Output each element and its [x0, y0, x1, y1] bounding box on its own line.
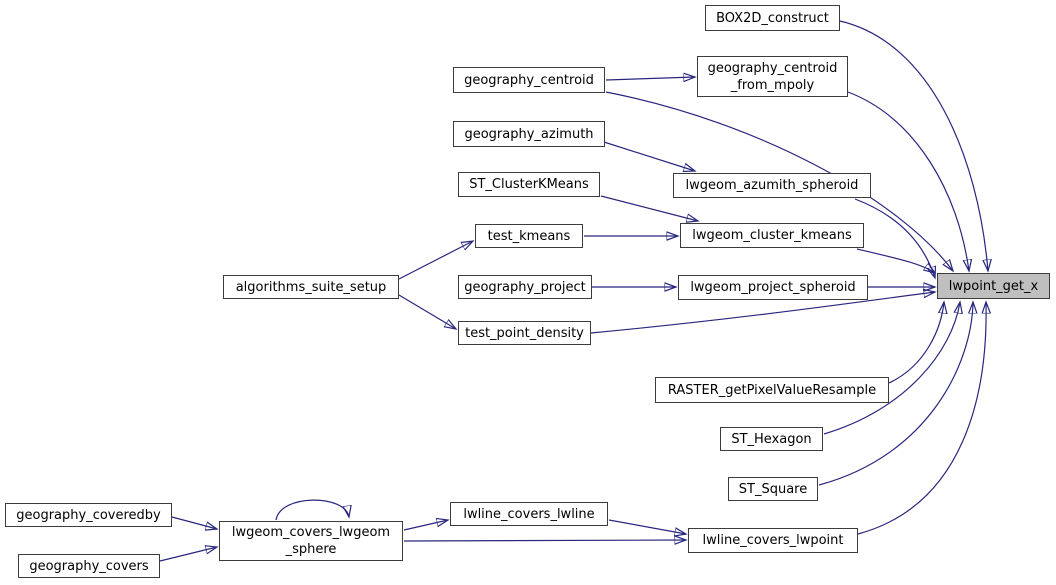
edge-box2d_construct-lwpoint_get_x [839, 20, 988, 271]
node-test-kmeans[interactable]: test_kmeans [475, 224, 583, 248]
node-geography-azimuth[interactable]: geography_azimuth [453, 121, 605, 147]
node-algorithms-suite-setup[interactable]: algorithms_suite_setup [223, 275, 399, 299]
edge-geography_centroid_from_mpoly-lwpoint_get_x [847, 91, 969, 271]
node-geography-covers[interactable]: geography_covers [18, 554, 160, 578]
node-lwgeom-covers-lwgeom-sphere[interactable]: lwgeom_covers_lwgeom _sphere [219, 521, 403, 561]
node-geography-coveredby[interactable]: geography_coveredby [5, 503, 172, 527]
node-lwgeom-cluster-kmeans[interactable]: lwgeom_cluster_kmeans [680, 223, 864, 248]
edge-lwgeom_covers_lwgeom_sphere-lwline_covers_lwpoint [403, 540, 686, 541]
edge-lwgeom_cluster_kmeans-lwpoint_get_x [856, 248, 935, 273]
node-lwpoint-get-x: lwpoint_get_x [937, 273, 1050, 299]
edge-raster_getpixelvalueresample-lwpoint_get_x [888, 302, 944, 384]
node-st-clusterkmeans[interactable]: ST_ClusterKMeans [458, 172, 600, 197]
node-geography-project[interactable]: geography_project [458, 275, 592, 299]
node-geography-centroid-from-mpoly[interactable]: geography_centroid _from_mpoly [697, 56, 848, 97]
node-lwline-covers-lwline[interactable]: lwline_covers_lwline [450, 502, 608, 526]
edge-geography_centroid-geography_centroid_from_mpoly [605, 77, 695, 80]
edge-st_clusterkmeans-lwgeom_cluster_kmeans [600, 195, 698, 221]
edge-lwline_covers_lwline-lwline_covers_lwpoint [608, 519, 686, 534]
node-st-hexagon[interactable]: ST_Hexagon [720, 427, 823, 451]
edge-lwgeom_covers_lwgeom_sphere-self [275, 499, 349, 521]
node-test-point-density[interactable]: test_point_density [458, 321, 591, 345]
node-lwline-covers-lwpoint[interactable]: lwline_covers_lwpoint [688, 528, 858, 553]
node-raster-getpixelvalueresample[interactable]: RASTER_getPixelValueResample [655, 377, 889, 403]
node-lwgeom-azumith-spheroid[interactable]: lwgeom_azumith_spheroid [673, 173, 871, 198]
edge-test_point_density-lwpoint_get_x [590, 292, 935, 334]
edge-geography_covers-lwgeom_covers_lwgeom_sphere [159, 547, 217, 562]
edge-lwgeom_covers_lwgeom_sphere-lwline_covers_lwline [403, 520, 448, 531]
node-st-square[interactable]: ST_Square [728, 477, 818, 501]
edge-geography_coveredby-lwgeom_covers_lwgeom_sphere [171, 516, 217, 529]
node-box2d-construct[interactable]: BOX2D_construct [705, 5, 840, 31]
edge-algorithms_suite_setup-test_kmeans [398, 241, 473, 280]
edge-geography_azimuth-lwgeom_azumith_spheroid [603, 141, 695, 171]
edge-st_hexagon-lwpoint_get_x [823, 302, 960, 435]
edge-geography_centroid-lwpoint_get_x [605, 91, 953, 271]
edge-st_square-lwpoint_get_x [818, 302, 973, 486]
node-lwgeom-project-spheroid[interactable]: lwgeom_project_spheroid [678, 275, 868, 300]
edge-algorithms_suite_setup-test_point_density [398, 294, 456, 329]
node-geography-centroid[interactable]: geography_centroid [453, 67, 605, 93]
edge-lwline_covers_lwpoint-lwpoint_get_x [857, 302, 986, 535]
